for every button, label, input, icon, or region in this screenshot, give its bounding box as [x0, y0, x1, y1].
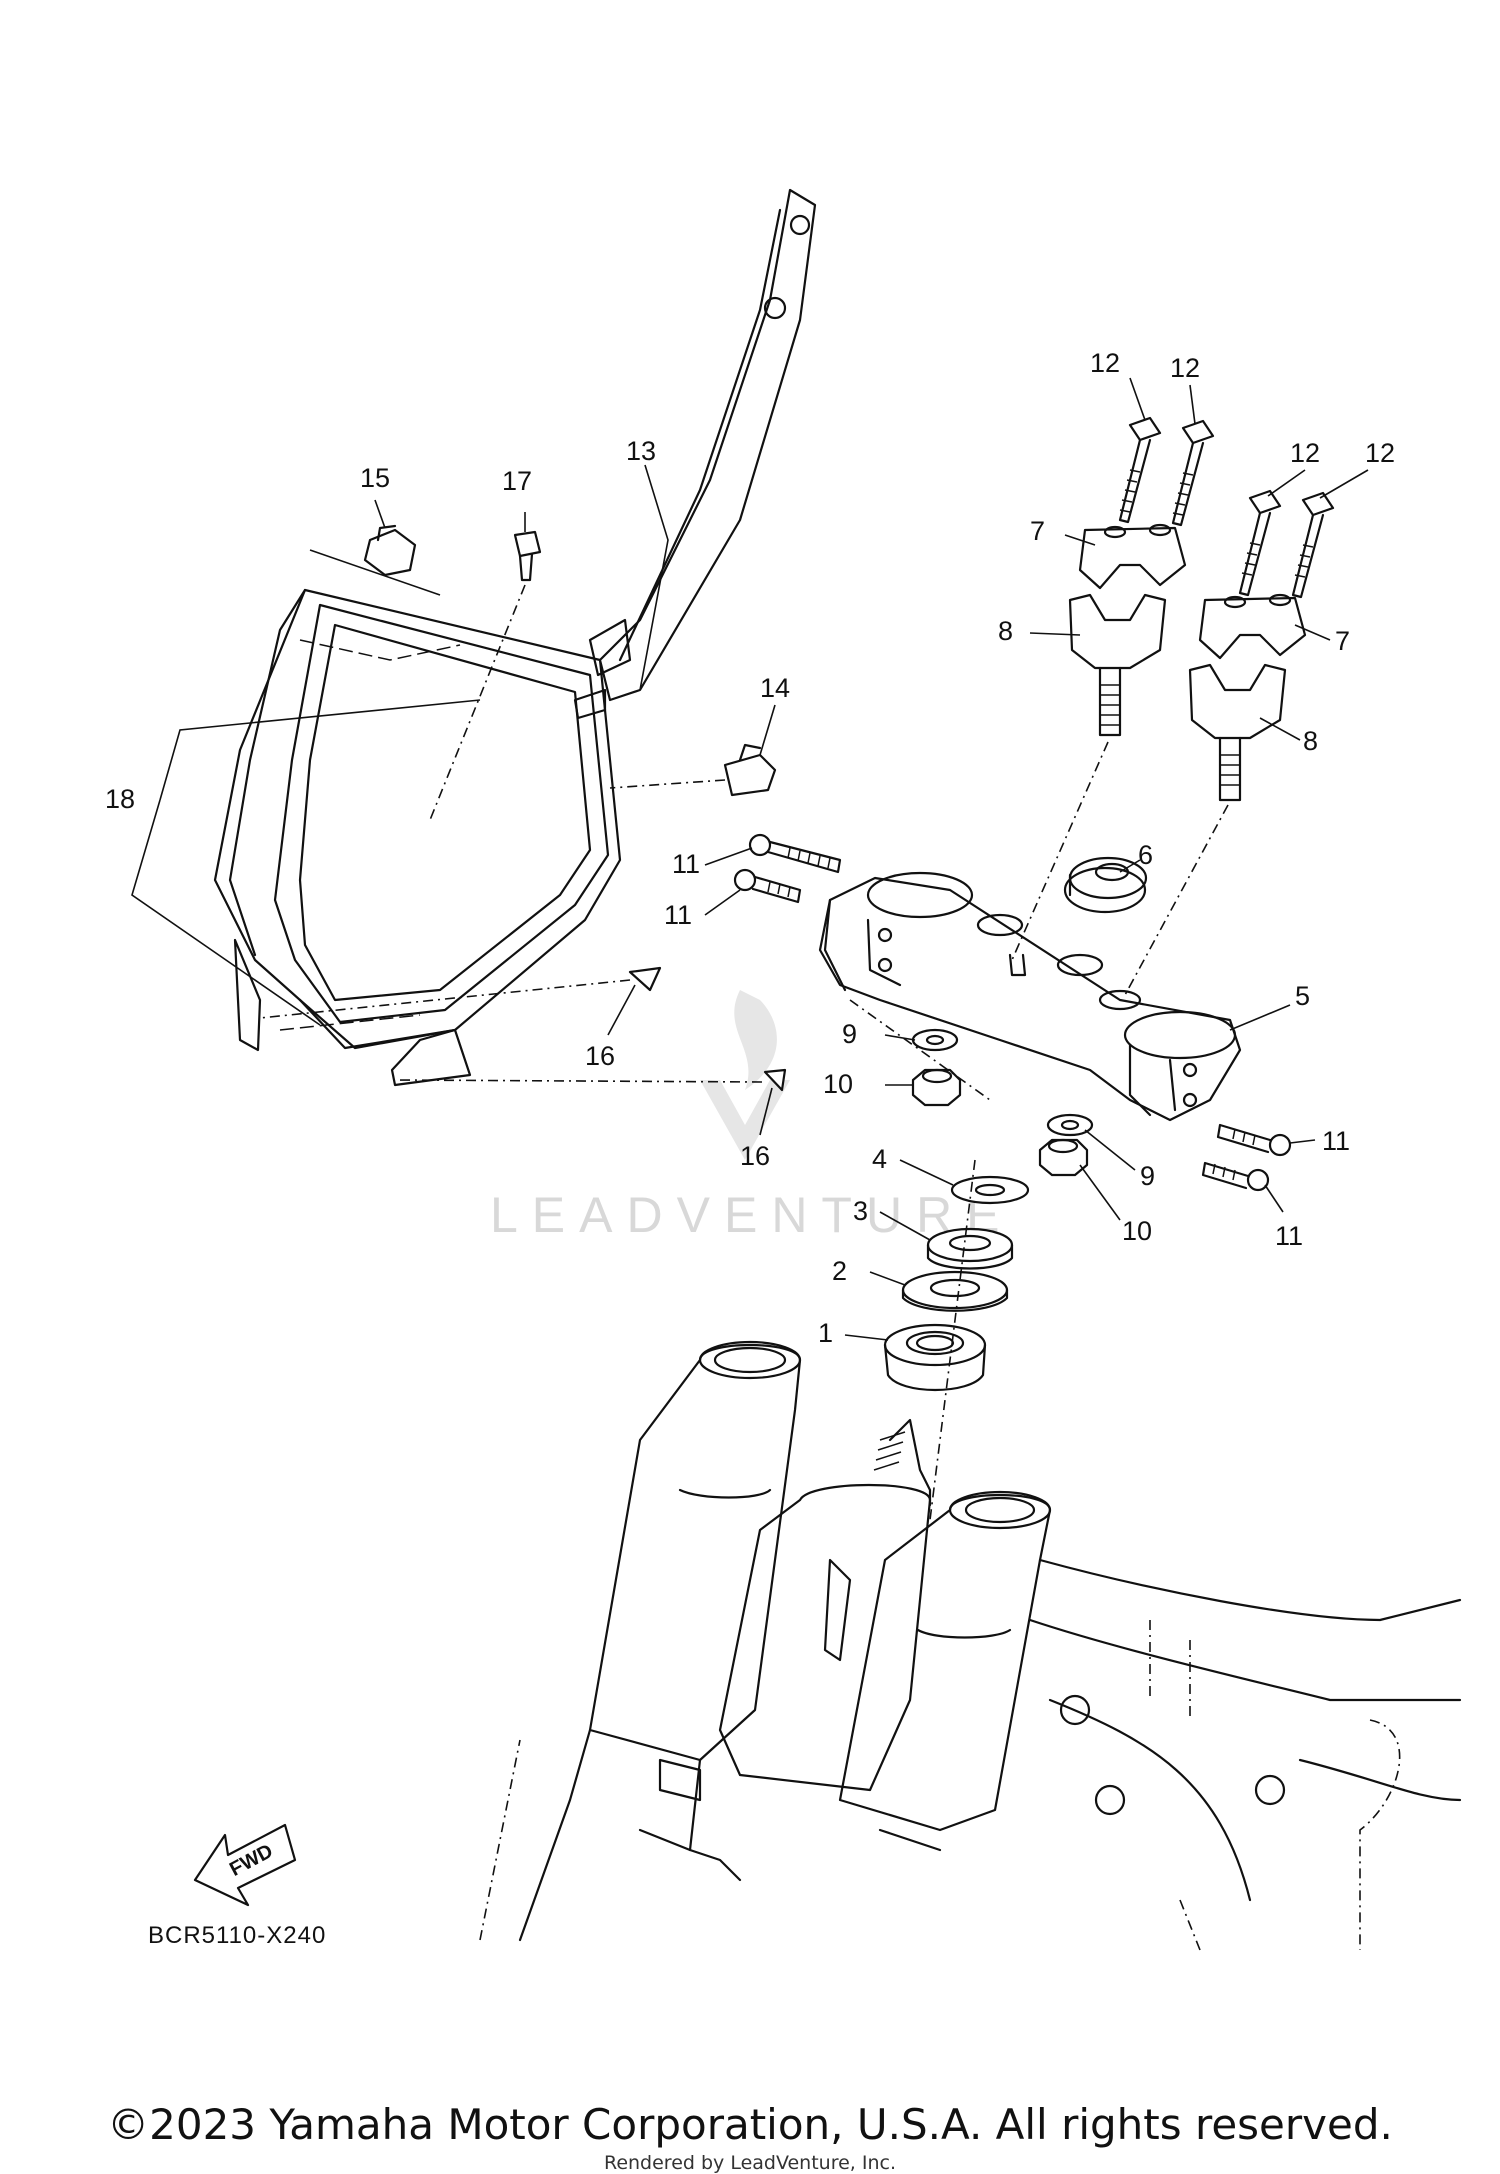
callout-13: 13 [626, 436, 656, 466]
clip-part-15 [309, 524, 441, 596]
bolt-part-12-c [1238, 489, 1282, 597]
steering-axis-line [929, 1159, 976, 1521]
callout-15: 15 [360, 463, 390, 493]
handlebar-holder-lower-left-part-8 [1011, 593, 1167, 961]
bolt-part-11-b [733, 868, 802, 904]
fwd-arrow-icon: FWD [193, 1823, 297, 1907]
callout-11-b: 11 [664, 900, 692, 930]
callout-11-d: 11 [1275, 1221, 1303, 1251]
callout-11-a: 11 [672, 849, 700, 879]
callout-16-a: 16 [585, 1041, 615, 1071]
callout-14: 14 [760, 673, 790, 703]
nut-part-10-b [1038, 1138, 1089, 1177]
bearing-part-1 [883, 1323, 987, 1391]
callout-12-d: 12 [1365, 438, 1395, 468]
watermark: LEADVENTURE [490, 990, 1014, 1243]
part-code: BCR5110-X240 [148, 1922, 326, 1949]
bolt-part-11-a [748, 833, 842, 874]
watermark-text: LEADVENTURE [490, 1187, 1014, 1243]
callout-11-c: 11 [1322, 1126, 1350, 1156]
clip-part-14 [609, 743, 777, 797]
callout-17: 17 [502, 466, 532, 496]
nut-part-6 [1063, 856, 1148, 914]
callout-9-b: 9 [1140, 1161, 1155, 1191]
callout-10-a: 10 [823, 1069, 853, 1099]
callout-3: 3 [853, 1196, 868, 1226]
leader-lines [131, 377, 1369, 1341]
callout-1: 1 [818, 1318, 833, 1348]
callout-7-a: 7 [1030, 516, 1045, 546]
callout-8-a: 8 [998, 616, 1013, 646]
bolt-part-12-d [1291, 491, 1335, 599]
handlebar-holder-upper-left-part-7 [1078, 523, 1187, 590]
bolt-part-12-a [1118, 416, 1162, 524]
assembly-centerline [849, 999, 991, 1101]
washer-part-2 [901, 1270, 1009, 1312]
callout-12-b: 12 [1170, 353, 1200, 383]
rendered-by-notice: Rendered by LeadVenture, Inc. [603, 2152, 897, 2174]
callout-5: 5 [1295, 981, 1310, 1011]
clip-part-16-upper [259, 966, 662, 1019]
handlebar-holder-lower-right-part-8 [1124, 663, 1287, 996]
callout-10-b: 10 [1122, 1216, 1152, 1246]
ring-nut-part-3 [926, 1227, 1014, 1270]
copyright-notice: ©2023 Yamaha Motor Corporation, U.S.A. A… [107, 2100, 1393, 2149]
nut-part-10-a [911, 1068, 962, 1107]
callout-labels: 12 12 12 12 7 7 8 8 6 5 9 10 9 10 11 11 … [105, 348, 1395, 1348]
screw-part-17 [429, 530, 542, 821]
callout-2: 2 [832, 1256, 847, 1286]
callout-16-b: 16 [740, 1141, 770, 1171]
front-fork-and-frame [479, 1340, 1462, 1951]
washer-part-9-a [911, 1028, 959, 1052]
bolt-part-11-d [1201, 1161, 1270, 1192]
callout-18: 18 [105, 784, 135, 814]
upper-bracket-part-5 [818, 871, 1242, 1122]
plate-strap-part-13 [573, 188, 817, 720]
callout-12-c: 12 [1290, 438, 1320, 468]
callout-6: 6 [1138, 840, 1153, 870]
bolt-part-12-b [1171, 419, 1215, 527]
handlebar-holder-upper-right-part-7 [1198, 593, 1307, 660]
callout-12-a: 12 [1090, 348, 1120, 378]
clip-part-16-lower [394, 1068, 787, 1092]
bolt-part-11-c [1216, 1123, 1292, 1157]
washer-part-9-b [1046, 1113, 1094, 1137]
number-plate-part-18 [213, 588, 622, 1087]
callout-7-b: 7 [1335, 626, 1350, 656]
callout-8-b: 8 [1303, 726, 1318, 756]
callout-9-a: 9 [842, 1019, 857, 1049]
callout-4: 4 [872, 1144, 887, 1174]
washer-part-4 [950, 1175, 1030, 1205]
